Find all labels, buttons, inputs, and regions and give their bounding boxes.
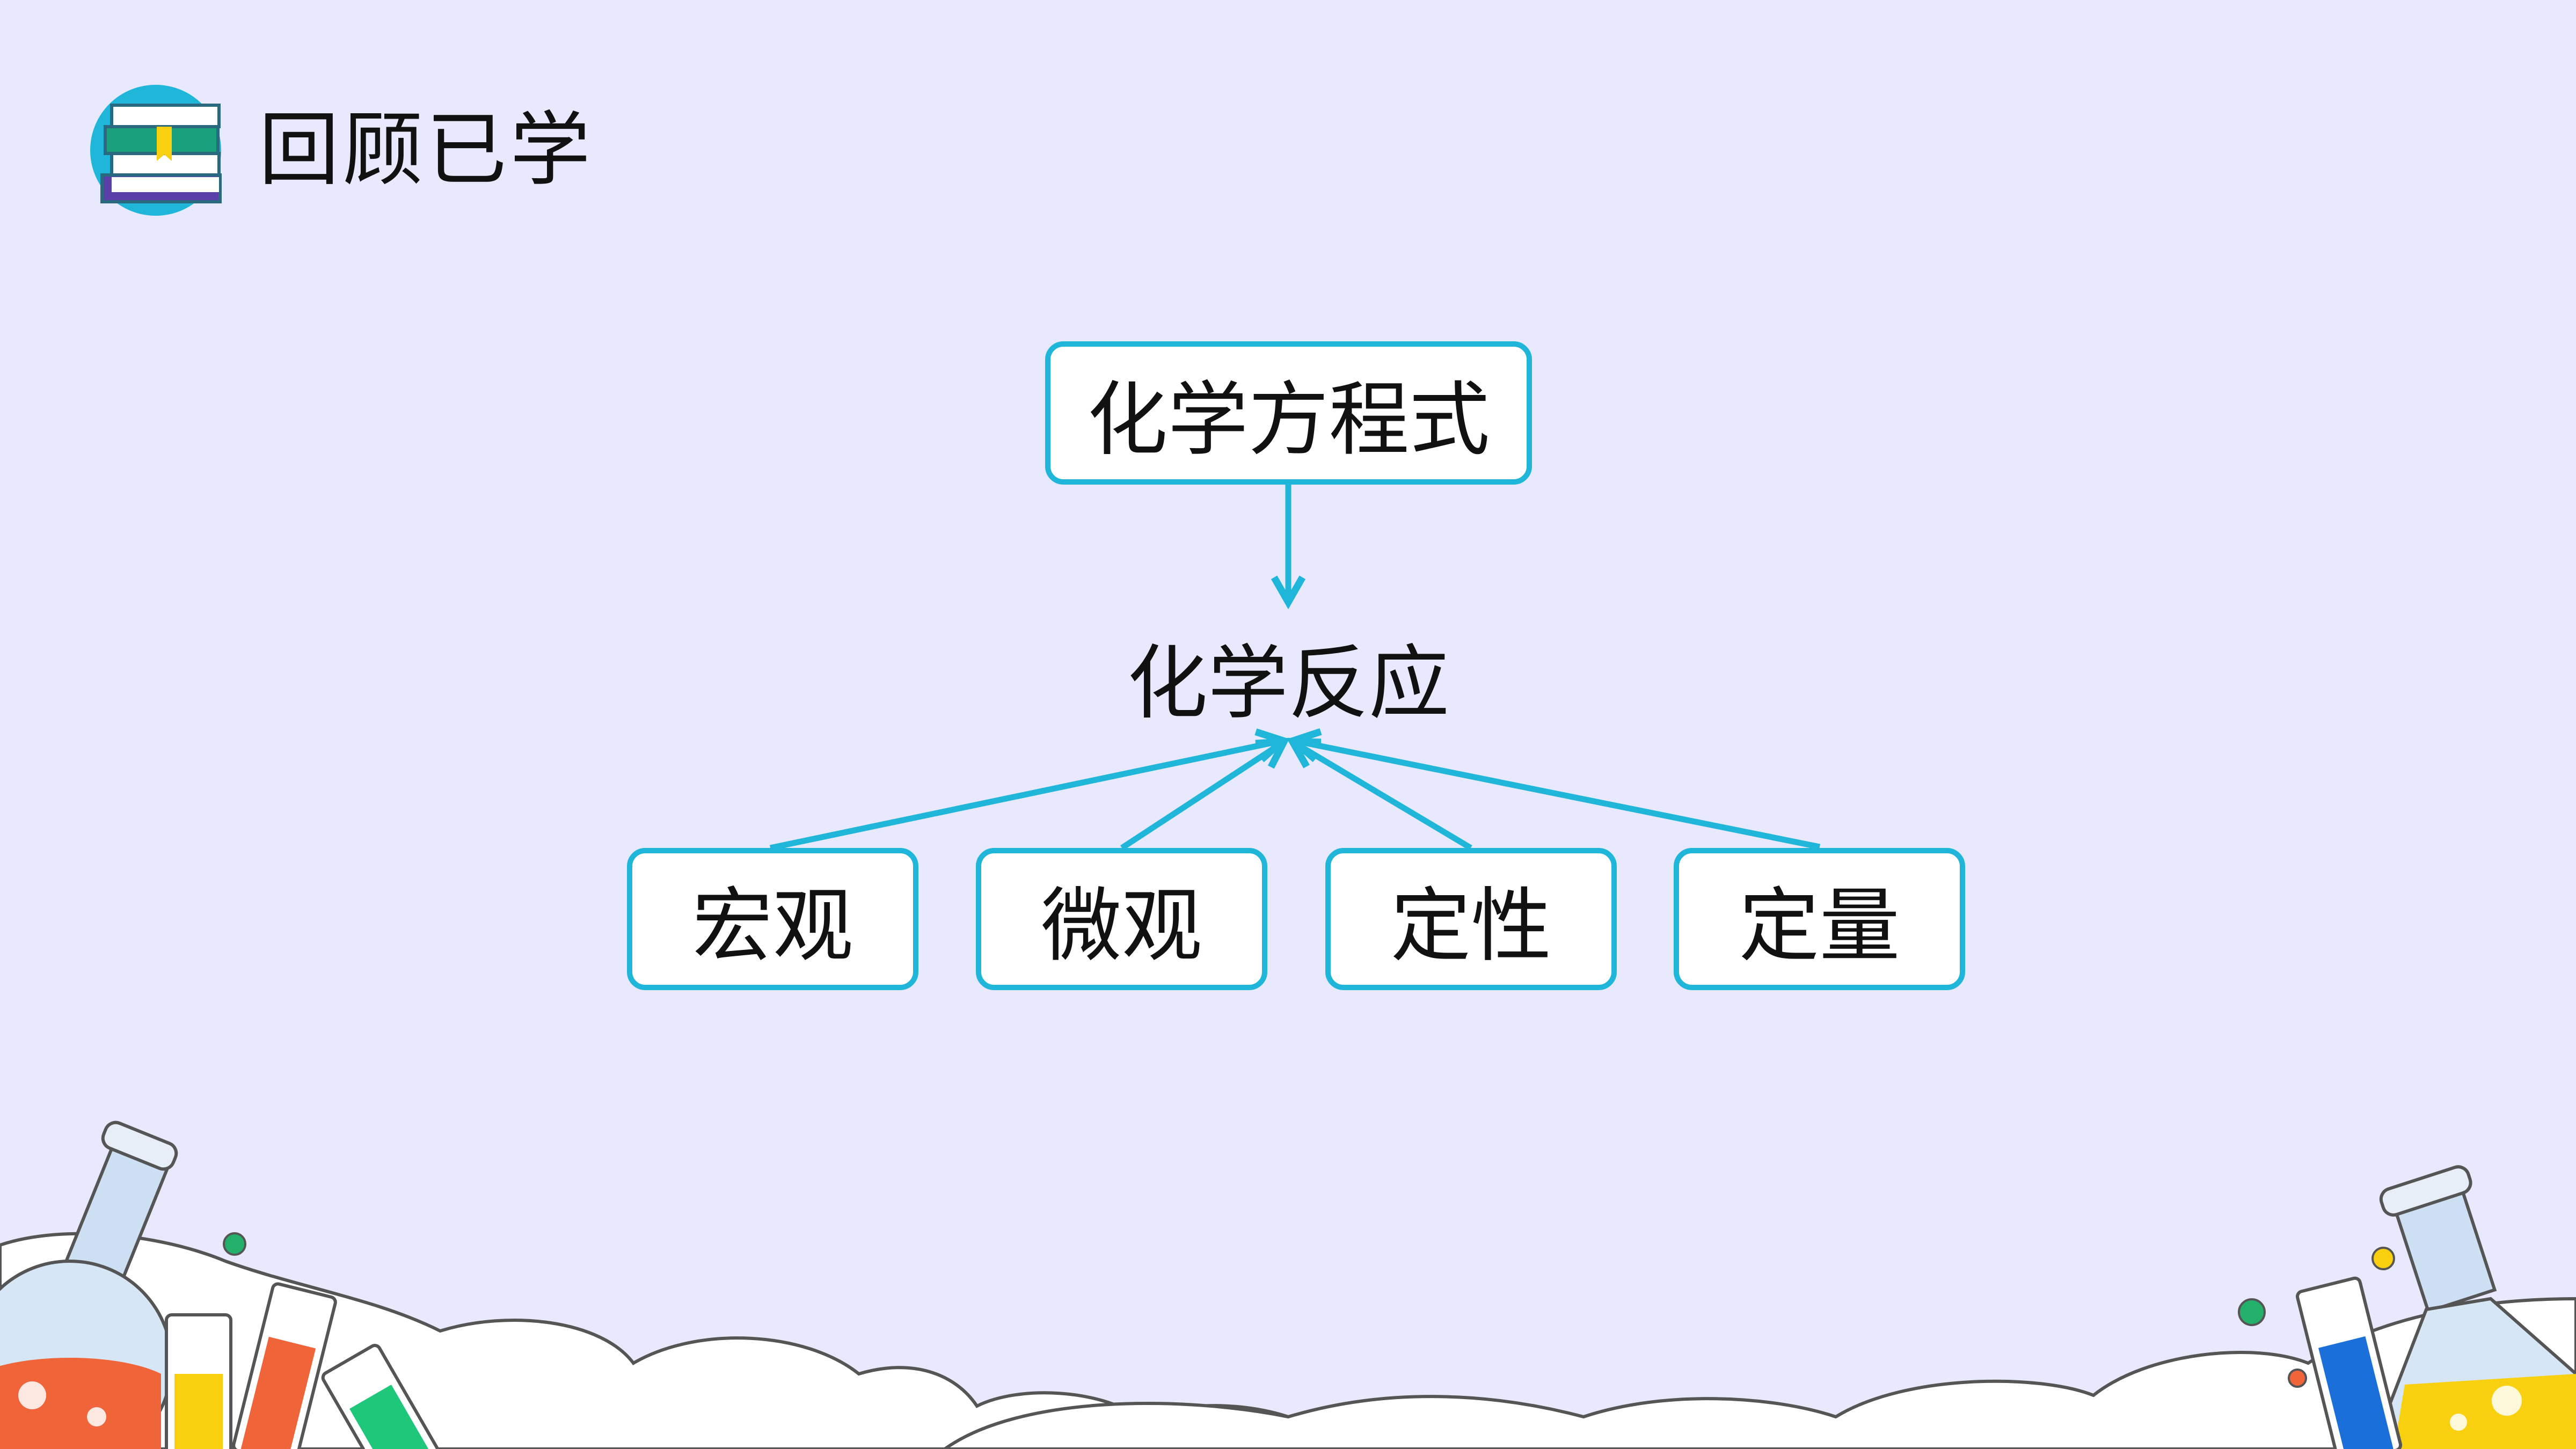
node-qualitative: 定性 (1325, 848, 1617, 990)
page-title: 回顾已学 (259, 104, 594, 197)
arrow-macro-to-center (769, 728, 1290, 851)
arrow-quali-to-center (1286, 738, 1472, 851)
node-chemical-reaction: 化学反应 (1127, 636, 1449, 730)
node-micro: 微观 (976, 848, 1267, 990)
node-quantitative: 定量 (1674, 848, 1965, 990)
test-tubes-left-icon (165, 1232, 447, 1449)
node-chemical-equation: 化学方程式 (1045, 341, 1532, 485)
arrow-quant-to-center (1286, 728, 1821, 850)
flask-left-icon (0, 1121, 178, 1449)
arrow-micro-to-center (1120, 737, 1290, 851)
node-macro: 宏观 (627, 848, 918, 990)
flask-right-icon (2370, 1165, 2576, 1449)
books-icon (90, 85, 222, 216)
test-tube-right-icon (2238, 1247, 2403, 1449)
